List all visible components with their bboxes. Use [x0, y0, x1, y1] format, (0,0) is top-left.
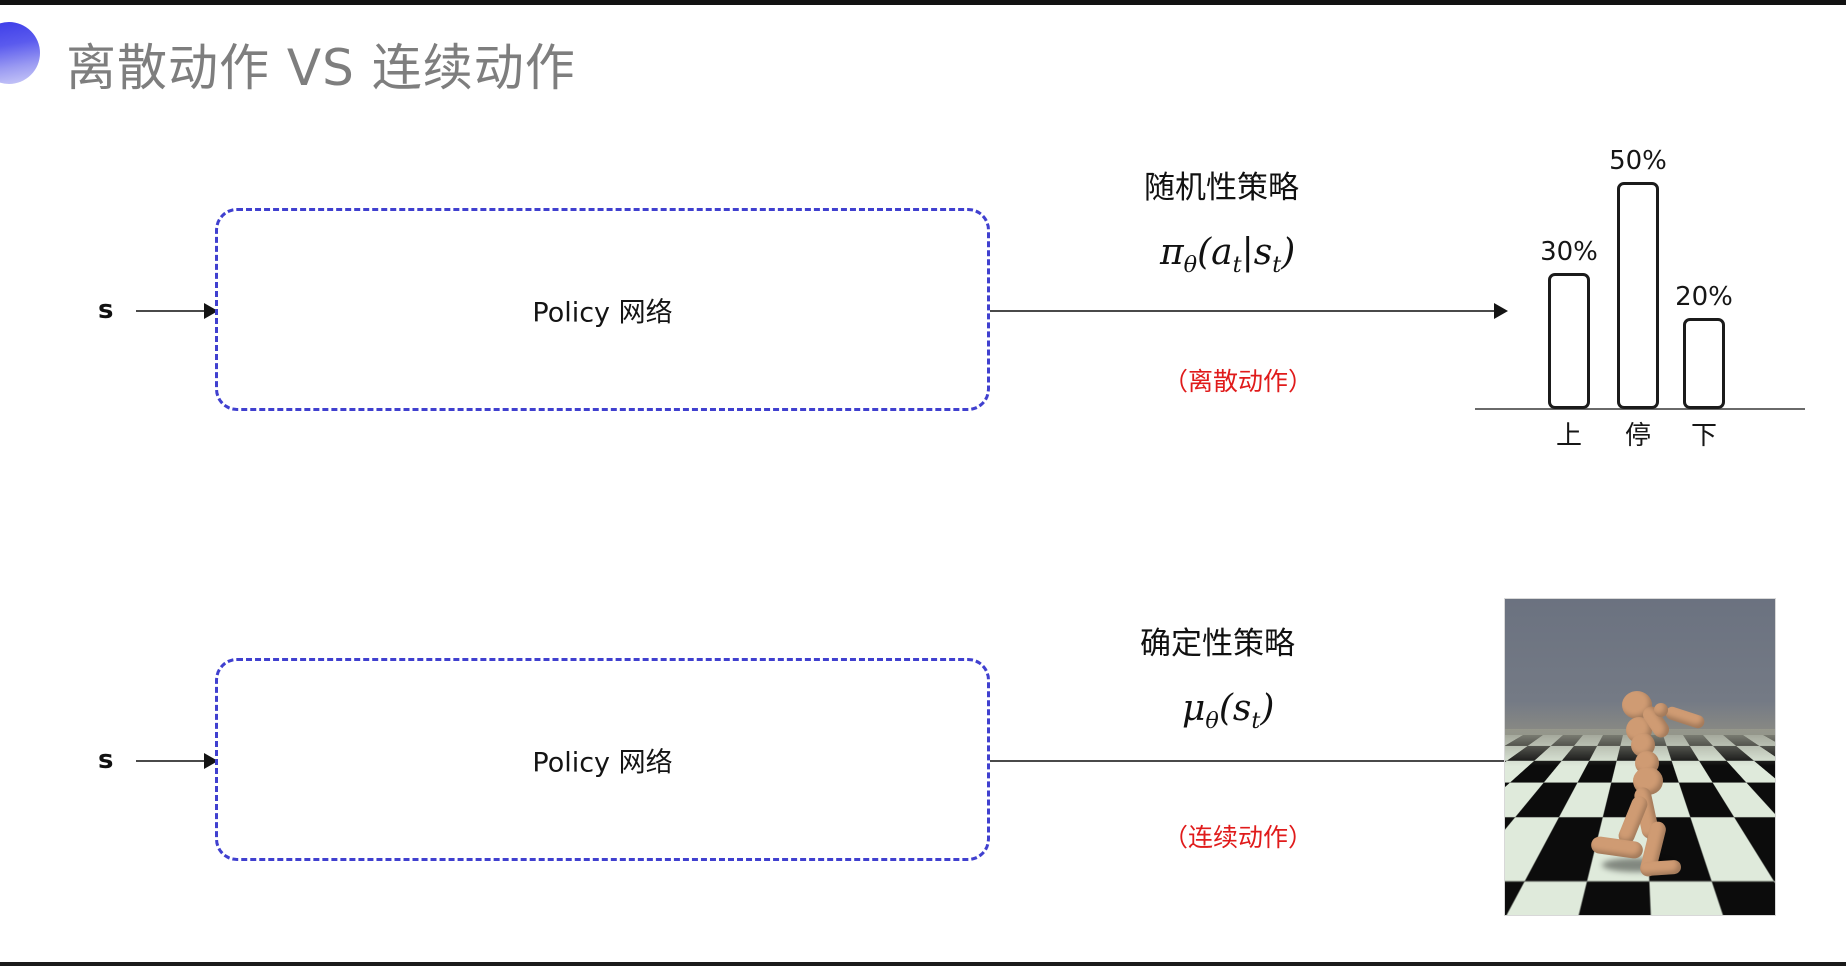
bar-category-0: 上: [1555, 421, 1582, 451]
formula-close-bottom: ): [1260, 688, 1275, 729]
humanoid-hand-right: [1654, 703, 1668, 717]
action-probability-bar-chart: 30% 上 50% 停 20% 下: [1460, 100, 1820, 451]
bar-value-1: 50%: [1609, 146, 1667, 176]
output-arrow-line-top: [990, 310, 1500, 312]
policy-kind-label-bottom: 确定性策略: [1140, 626, 1295, 662]
formula-subfn-top: θ: [1183, 252, 1198, 279]
formula-subfn-bottom: θ: [1205, 708, 1219, 735]
formula-arg1-top: a: [1211, 232, 1233, 273]
humanoid-simulation-image: [1504, 598, 1776, 916]
input-state-label-bottom: s: [98, 745, 114, 775]
bar-value-0: 30%: [1540, 237, 1598, 267]
title-decoration-circle-icon: [0, 22, 40, 84]
action-type-note-top: （离散动作）: [1163, 367, 1314, 396]
formula-arg1sub-top: t: [1232, 252, 1242, 279]
input-state-label-top: s: [98, 295, 114, 325]
policy-network-label-top: Policy 网络: [532, 297, 673, 328]
bar-category-1: 停: [1624, 421, 1651, 451]
action-type-note-bottom: （连续动作）: [1163, 823, 1314, 852]
policy-network-box-top[interactable]: Policy 网络: [215, 208, 990, 411]
formula-close-top: ): [1281, 232, 1296, 273]
policy-kind-label-top: 随机性策略: [1144, 170, 1299, 206]
formula-arg2-top: s: [1253, 232, 1273, 273]
policy-formula-bottom: μθ(st): [1182, 688, 1274, 734]
input-arrow-head-top: [204, 303, 218, 319]
chart-baseline-axis: [1475, 408, 1805, 410]
bar-value-2: 20%: [1675, 282, 1733, 312]
input-arrow-head-bottom: [204, 753, 218, 769]
output-arrow-head-top: [1494, 303, 1508, 319]
formula-open-top: (: [1197, 232, 1212, 273]
bar-category-2: 下: [1690, 421, 1717, 451]
formula-fn-top: π: [1160, 232, 1184, 273]
formula-arg1-bottom: s: [1232, 688, 1252, 729]
policy-network-label-bottom: Policy 网络: [532, 747, 673, 778]
formula-arg2sub-top: t: [1272, 252, 1282, 279]
input-arrow-line-bottom: [136, 760, 214, 762]
page-title: 离散动作 VS 连续动作: [66, 39, 576, 97]
bottom-border-strip: [0, 962, 1846, 966]
bar-0: [1548, 273, 1590, 409]
top-border-strip: [0, 0, 1846, 5]
formula-arg1sub-bottom: t: [1251, 708, 1261, 735]
policy-formula-top: πθ(at|st): [1160, 232, 1295, 278]
formula-open-bottom: (: [1218, 688, 1233, 729]
bar-1: [1617, 182, 1659, 409]
formula-bar-top: |: [1241, 232, 1254, 273]
policy-network-box-bottom[interactable]: Policy 网络: [215, 658, 990, 861]
output-arrow-line-bottom: [990, 760, 1512, 762]
bar-2: [1683, 318, 1725, 409]
formula-fn-bottom: μ: [1182, 688, 1206, 729]
humanoid-foot-front: [1640, 859, 1682, 877]
input-arrow-line-top: [136, 310, 214, 312]
